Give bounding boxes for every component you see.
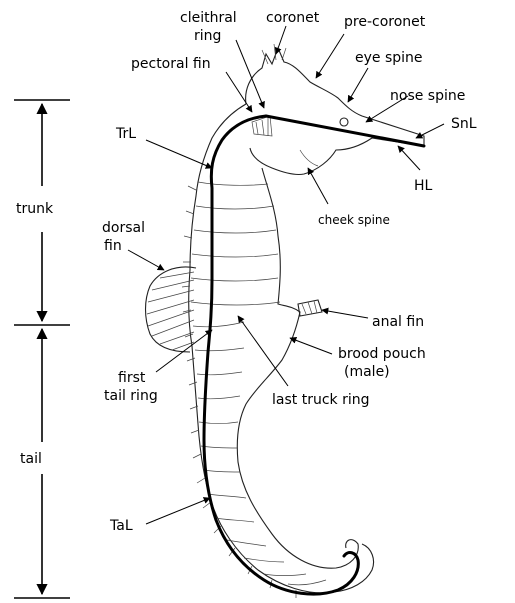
anal-fin-leader [322,310,368,318]
cheek-spine-mark [300,150,318,166]
head-outline [246,48,424,175]
cleithral-ring-leader [236,40,264,108]
label-dorsal-fin-line2: fin [104,238,122,254]
label-tal: TaL [109,518,133,534]
label-cleithral-ring-line2: ring [194,28,221,44]
cheek-spine-leader [308,168,328,204]
label-cheek-spine: cheek spine [318,213,390,227]
trunk-tail-length-line [204,116,358,594]
dimension-arrows [14,100,70,598]
label-brood-pouch-line1: brood pouch [338,346,426,362]
hl-leader [398,146,420,170]
snl-leader [416,124,444,138]
head-length-line [266,116,424,146]
label-tail: tail [20,451,42,467]
label-cleithral-ring-line1: cleithral [180,10,237,26]
pre-coronet-leader [316,34,344,78]
label-hl: HL [414,178,433,194]
label-first-tail-ring-line2: tail ring [104,388,158,404]
pectoral-fin-leader [226,72,252,112]
label-brood-pouch-line2: (male) [344,364,390,380]
trl-leader [146,140,212,168]
label-eye-spine: eye spine [355,50,423,66]
label-coronet: coronet [266,10,320,26]
label-nose-spine: nose spine [390,88,465,104]
brood-pouch-leader [290,338,332,354]
belly-outline [237,168,358,568]
label-trunk: trunk [16,201,54,217]
label-anal-fin: anal fin [372,314,424,330]
dorsal-fin-leader [128,250,164,270]
label-pectoral-fin: pectoral fin [131,56,211,72]
label-first-tail-ring-line1: first [118,370,146,386]
eye [340,118,348,126]
label-last-truck-ring: last truck ring [272,392,369,408]
label-pre-coronet: pre-coronet [344,14,426,30]
label-dorsal-fin-line1: dorsal [102,220,145,236]
eye-spine-leader [348,68,368,102]
tail-rings [193,322,326,585]
labels: cleithral ring coronet pre-coronet pecto… [16,10,477,534]
trunk-rings [191,182,280,305]
coronet-leader [276,26,286,54]
label-snl: SnL [451,116,477,132]
last-truck-ring-leader [238,316,288,386]
tal-leader [146,498,210,524]
label-trl: TrL [115,126,136,142]
